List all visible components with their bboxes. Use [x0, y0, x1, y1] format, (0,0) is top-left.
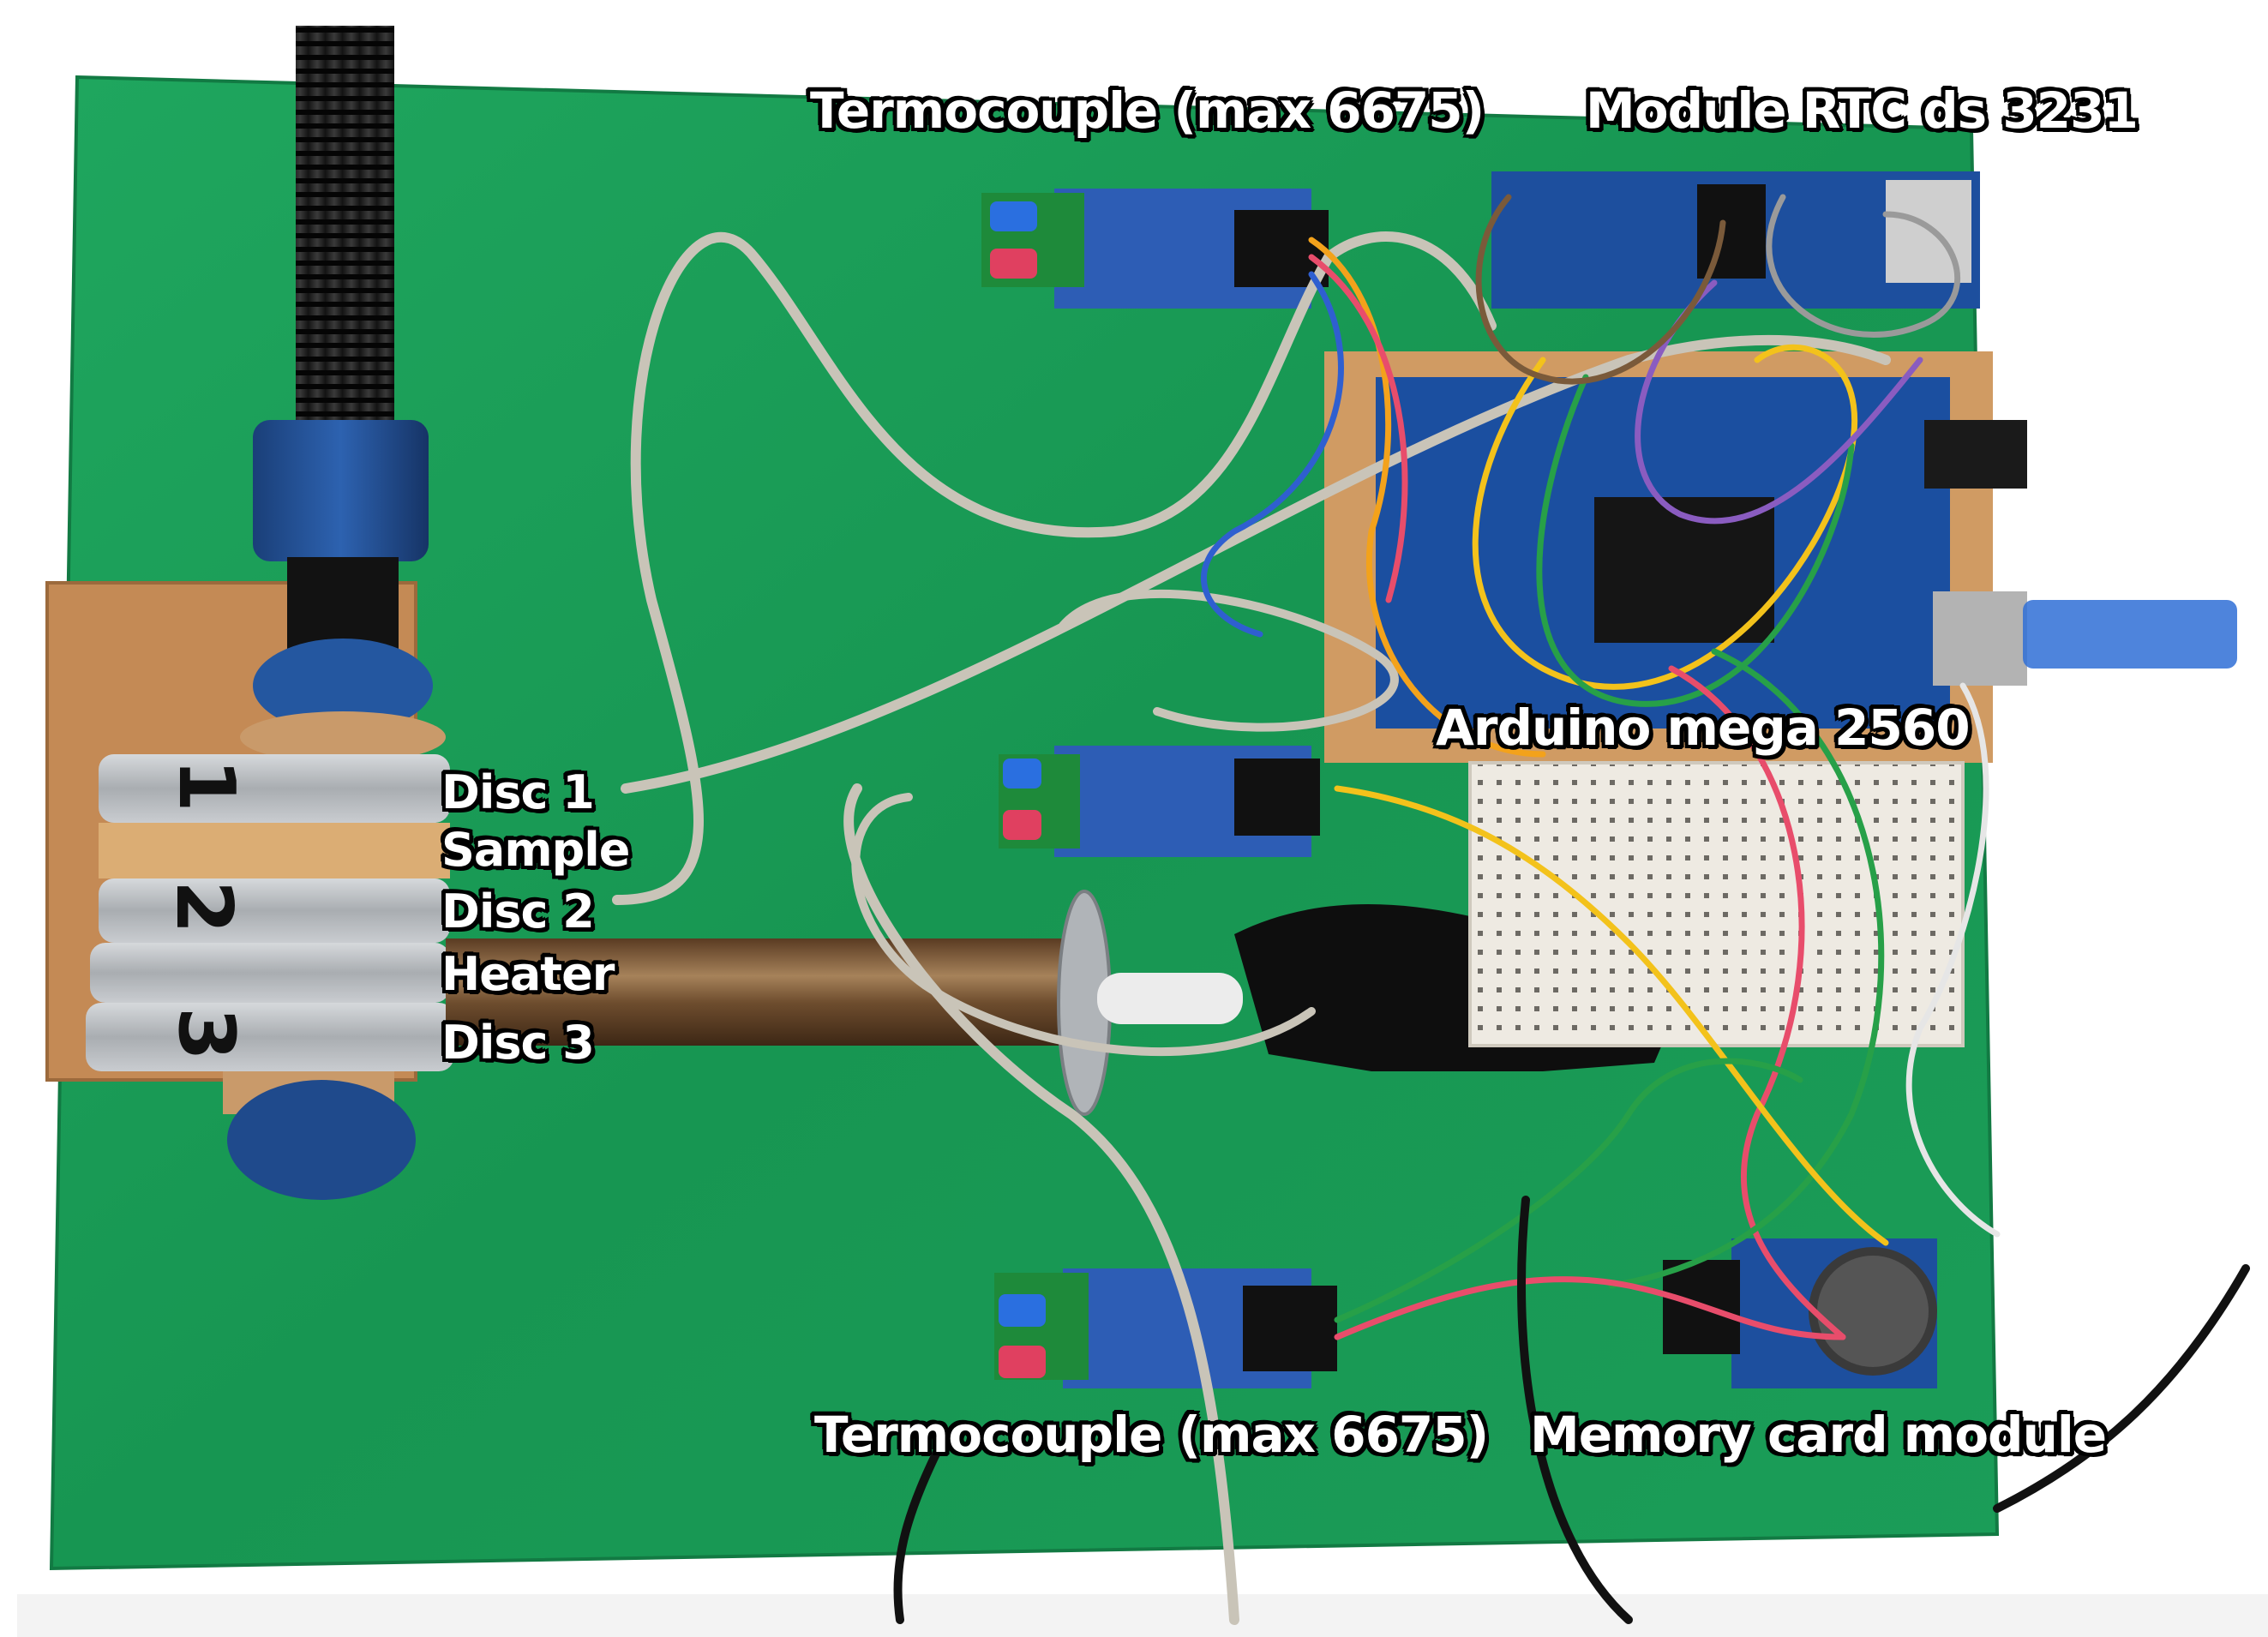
label-arduino: Arduino mega 2560: [1436, 699, 1971, 757]
disc-number-2: 2: [159, 880, 249, 934]
label-rtc-module: Module RTC ds 3231: [1586, 81, 2139, 140]
label-sample: Sample: [441, 823, 630, 877]
disc-stack: [86, 754, 454, 1200]
wires: [612, 194, 2250, 1625]
label-disc-2: Disc 2: [441, 884, 595, 938]
bottom-right-module: [1663, 1238, 1937, 1388]
label-thermocouple-bottom: Termocouple (max 6675): [814, 1406, 1489, 1464]
breadboard: [1470, 763, 1963, 1046]
arduino-board: [1324, 351, 2237, 763]
label-disc-1: Disc 1: [441, 765, 595, 819]
blue-clamp: [253, 420, 429, 561]
thermocouple-module-bottom: [994, 1268, 1337, 1388]
label-disc-3: Disc 3: [441, 1016, 595, 1070]
disc-number-1: 1: [161, 759, 251, 813]
thermocouple-module-middle: [999, 746, 1320, 857]
top-right-module: [1491, 171, 1980, 309]
label-heater: Heater: [441, 947, 615, 1001]
label-memory-card: Memory card module: [1530, 1406, 2107, 1464]
thermocouple-module-top: [981, 189, 1329, 309]
disc-number-3: 3: [161, 1007, 251, 1061]
label-thermocouple-top: Termocouple (max 6675): [810, 81, 1485, 140]
threaded-rod: [296, 26, 394, 437]
